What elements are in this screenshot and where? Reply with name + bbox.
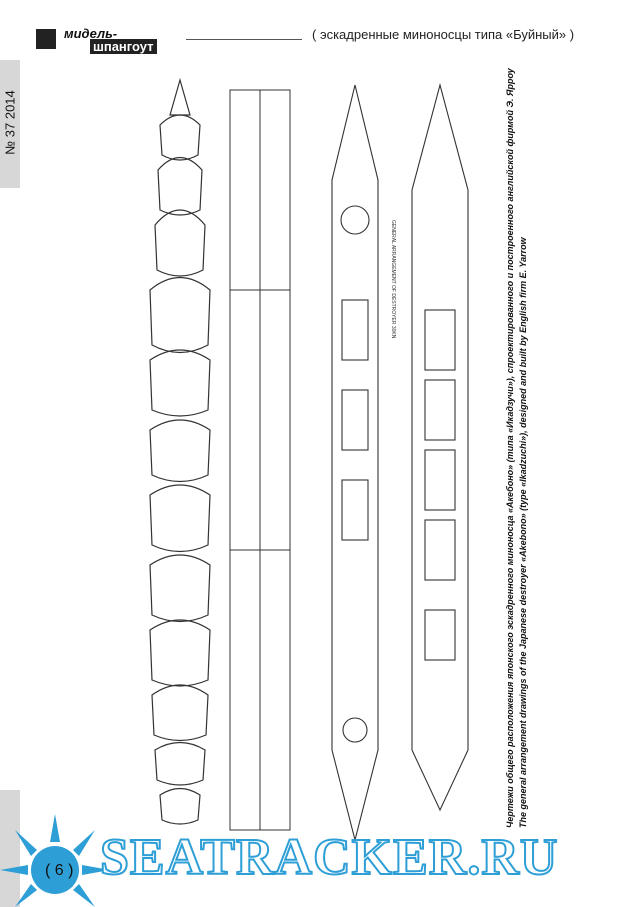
series-title: ( эскадренные миноносцы типа «Буйный» ) — [312, 27, 575, 42]
deck-plan-lower — [411, 82, 469, 812]
page-number: ( 6 ) — [45, 862, 74, 879]
page-header: мидель- шпангоут ( эскадренные миноносцы… — [0, 0, 636, 60]
figure-caption-ru: Чертежи общего расположения японского эс… — [505, 68, 515, 828]
watermark-sun-logo — [0, 814, 110, 907]
figure-caption-en: The general arrangement drawings of the … — [518, 237, 528, 828]
drawing-label: GENERAL ARRANGEMENT OF DESTROYER 30KN — [390, 220, 396, 339]
magazine-logo: мидель- шпангоут — [34, 25, 184, 54]
header-rule — [186, 39, 302, 40]
watermark-text: SEATRACKER.RU — [99, 828, 559, 887]
deck-plan-upper — [331, 84, 379, 841]
logo-title-top: мидель- — [64, 26, 118, 41]
cross-sections — [149, 77, 211, 825]
issue-tab — [0, 60, 20, 188]
issue-number: № 37 2014 — [2, 90, 18, 155]
logo-title-bottom: шпангоут — [90, 39, 157, 54]
side-profile — [229, 89, 291, 831]
bottom-tab — [0, 790, 20, 907]
ship-drawings: GENERAL ARRANGEMENT OF DESTROYER 30KN — [149, 77, 469, 841]
logo-icon — [36, 29, 56, 49]
